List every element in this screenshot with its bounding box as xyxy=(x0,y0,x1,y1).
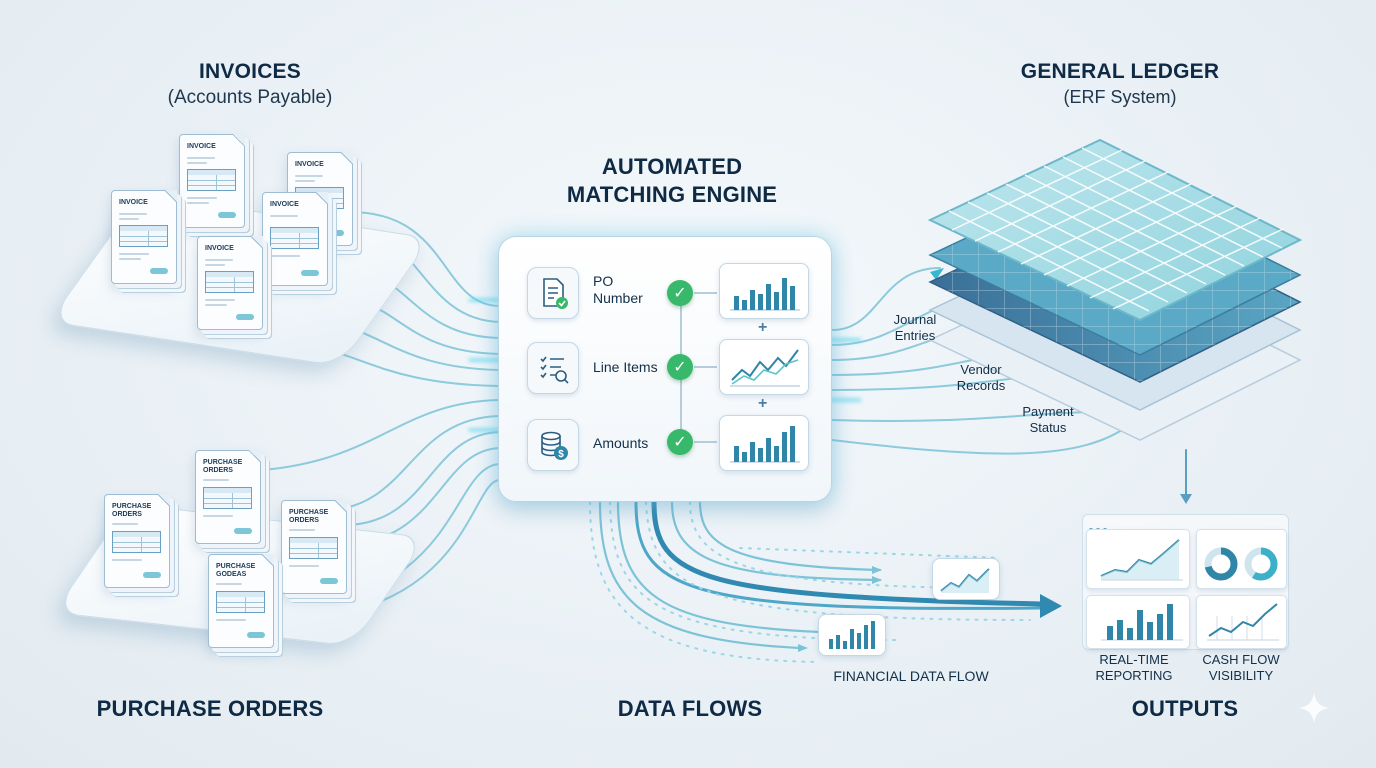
invoice-document[interactable]: INVOICE xyxy=(179,134,245,228)
engine-title-line1: AUTOMATED xyxy=(601,154,743,179)
ledger-subtitle: (ERF System) xyxy=(1063,87,1177,107)
donut-charts-card xyxy=(1196,529,1287,589)
invoice-document[interactable]: INVOICE xyxy=(262,192,328,286)
cash-flow-line-chart-card xyxy=(1196,595,1287,649)
flow-bar-chart-card xyxy=(818,614,886,656)
outputs-title: OUTPUTS xyxy=(1131,696,1239,721)
invoice-document[interactable]: INVOICE xyxy=(197,236,263,330)
check-icon: ✓ xyxy=(667,429,693,455)
ledger-title: GENERAL LEDGER xyxy=(1020,60,1220,83)
outputs-dashboard xyxy=(1082,514,1289,650)
line-chart-thumbnail xyxy=(719,339,809,395)
invoices-title: INVOICES xyxy=(199,60,301,83)
bar-chart-thumbnail xyxy=(719,263,809,319)
general-ledger-stack xyxy=(927,138,1303,441)
plus-sign: + xyxy=(758,395,768,412)
reporting-bar-chart-card xyxy=(1086,595,1190,649)
purchase-orders-title: PURCHASE ORDERS xyxy=(96,696,324,721)
engine-title-line2: MATCHING ENGINE xyxy=(566,182,778,207)
invoices-subtitle: (Accounts Payable) xyxy=(167,87,333,108)
flow-line-chart-card xyxy=(932,558,1000,600)
plus-sign: + xyxy=(758,319,768,336)
document-check-icon xyxy=(527,267,579,319)
invoice-document[interactable]: INVOICE xyxy=(111,190,177,284)
reporting-line-chart-card xyxy=(1086,529,1190,589)
data-flows-title: DATA FLOWS xyxy=(617,696,763,721)
sparkle-icon xyxy=(1298,692,1330,724)
coins-dollar-icon: $ xyxy=(527,419,579,471)
financial-data-flow-label: FINANCIAL DATA FLOW xyxy=(833,668,989,684)
bar-chart-thumbnail xyxy=(719,415,809,471)
checklist-search-icon xyxy=(527,342,579,394)
amounts-label: Amounts xyxy=(593,435,649,451)
line-items-label: Line Items xyxy=(593,359,658,375)
check-icon: ✓ xyxy=(667,280,693,306)
check-icon: ✓ xyxy=(667,354,693,380)
svg-text:$: $ xyxy=(558,449,564,460)
